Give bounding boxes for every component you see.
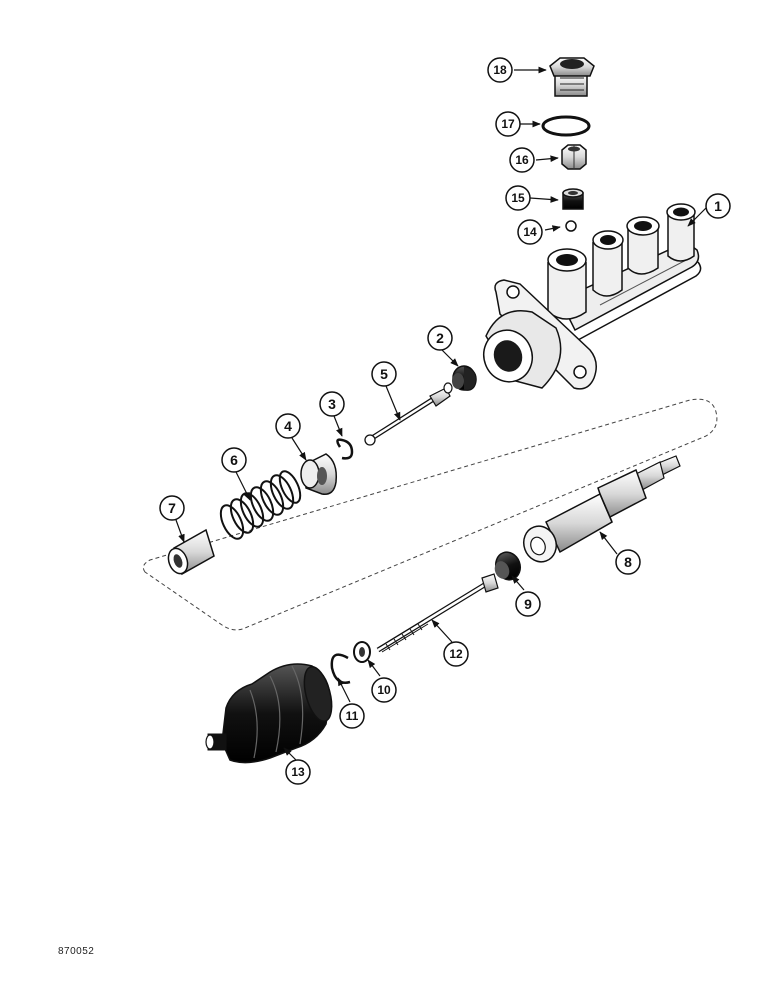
part-1-master-cylinder-body — [483, 203, 702, 390]
leader-6 — [235, 471, 251, 501]
callout-18: 18 — [487, 57, 513, 83]
callout-14: 14 — [517, 219, 543, 245]
svg-text:9: 9 — [524, 596, 532, 612]
svg-text:5: 5 — [380, 366, 388, 382]
svg-text:13: 13 — [291, 765, 305, 779]
part-6-spring — [219, 470, 302, 540]
part-2-cup-seal — [452, 365, 477, 391]
svg-text:16: 16 — [515, 153, 529, 167]
callout-15: 15 — [505, 185, 531, 211]
part-17-o-ring — [541, 115, 591, 137]
callout-6: 6 — [221, 447, 247, 473]
leader-8 — [599, 531, 618, 555]
svg-text:2: 2 — [436, 330, 444, 346]
callout-11: 11 — [339, 703, 365, 729]
part-4-spring-retainer — [300, 453, 338, 495]
part-9-piston-seal — [494, 551, 522, 581]
part-5-valve-stem — [364, 382, 453, 446]
callout-12: 12 — [443, 641, 469, 667]
leader-4 — [291, 437, 307, 461]
part-3-clip — [336, 438, 354, 460]
leader-9 — [511, 575, 525, 591]
svg-text:10: 10 — [377, 683, 391, 697]
callout-9: 9 — [515, 591, 541, 617]
leader-1 — [687, 207, 707, 227]
figure-id: 870052 — [58, 946, 95, 957]
leader-15 — [529, 196, 559, 203]
part-16-fitting-nut — [561, 144, 587, 170]
callout-8: 8 — [615, 549, 641, 575]
leader-12 — [431, 619, 453, 643]
leader-5 — [385, 385, 401, 421]
leader-7 — [175, 519, 185, 543]
part-7-sleeve — [167, 528, 215, 576]
callout-17: 17 — [495, 111, 521, 137]
svg-text:17: 17 — [501, 117, 515, 131]
svg-text:4: 4 — [284, 418, 292, 434]
part-18-adapter-fitting — [549, 57, 595, 97]
leader-10 — [367, 659, 381, 677]
svg-text:1: 1 — [714, 198, 722, 214]
callout-3: 3 — [319, 391, 345, 417]
callout-7: 7 — [159, 495, 185, 521]
svg-text:14: 14 — [523, 225, 537, 239]
leader-lines — [175, 66, 707, 761]
leader-11 — [337, 677, 351, 703]
svg-text:7: 7 — [168, 500, 176, 516]
svg-text:6: 6 — [230, 452, 238, 468]
callout-1: 1 — [705, 193, 731, 219]
callout-4: 4 — [275, 413, 301, 439]
svg-text:3: 3 — [328, 396, 336, 412]
leader-13 — [283, 747, 297, 761]
svg-text:18: 18 — [493, 63, 507, 77]
svg-text:15: 15 — [511, 191, 525, 205]
part-14-ball — [565, 220, 577, 232]
leader-16 — [535, 155, 559, 163]
leader-3 — [333, 415, 343, 437]
part-12-push-rod — [376, 573, 499, 653]
svg-text:12: 12 — [449, 647, 463, 661]
svg-text:11: 11 — [346, 709, 359, 723]
part-15-seat — [562, 188, 584, 210]
leader-14 — [544, 225, 561, 232]
part-11-snap-ring — [330, 653, 351, 684]
callout-13: 13 — [285, 759, 311, 785]
part-8-piston — [523, 455, 681, 563]
part-10-washer — [353, 641, 371, 663]
subassembly-outline — [142, 398, 718, 631]
callout-16: 16 — [509, 147, 535, 173]
svg-text:8: 8 — [624, 554, 632, 570]
callout-10: 10 — [371, 677, 397, 703]
callout-5: 5 — [371, 361, 397, 387]
leader-2 — [441, 349, 459, 367]
part-13-boot — [205, 663, 333, 764]
callout-2: 2 — [427, 325, 453, 351]
